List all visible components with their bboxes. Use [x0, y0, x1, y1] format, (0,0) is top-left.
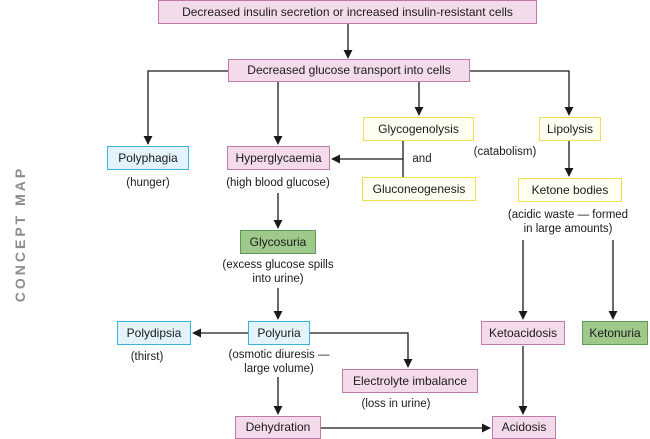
node-glycosuria: Glycosuria — [240, 230, 316, 254]
note-catabolism: (catabolism) — [473, 146, 537, 158]
node-electrolyte-imbalance: Electrolyte imbalance — [342, 369, 478, 393]
node-decreased-insulin: Decreased insulin secretion or increased… — [158, 0, 537, 24]
node-ketone-bodies: Ketone bodies — [518, 178, 622, 202]
note-loss-in-urine: (loss in urine) — [361, 398, 431, 410]
note-thirst: (thirst) — [130, 351, 164, 363]
node-polydipsia: Polydipsia — [117, 321, 191, 345]
node-glycogenolysis: Glycogenolysis — [363, 117, 474, 141]
node-dehydration: Dehydration — [235, 416, 321, 439]
node-polyphagia: Polyphagia — [107, 146, 189, 170]
note-osmotic-line1: (osmotic diuresis — — [228, 349, 330, 361]
note-hunger: (hunger) — [126, 177, 170, 189]
node-polyuria: Polyuria — [248, 321, 310, 345]
note-acidic-waste-line1: (acidic waste — formed — [507, 209, 629, 221]
node-lipolysis: Lipolysis — [539, 117, 601, 141]
node-hyperglycaemia: Hyperglycaemia — [227, 146, 330, 170]
note-acidic-waste-line2: in large amounts) — [523, 223, 613, 235]
node-gluconeogenesis: Gluconeogenesis — [362, 177, 476, 201]
note-and: and — [412, 153, 432, 165]
node-ketoacidosis: Ketoacidosis — [481, 321, 565, 345]
node-acidosis: Acidosis — [492, 416, 556, 439]
note-high-blood-glucose: (high blood glucose) — [226, 177, 330, 189]
arrow-transport-to-polyphagia — [143, 70, 228, 145]
arrow-polyuria-to-electrolyte — [310, 332, 413, 368]
note-osmotic-line2: large volume) — [244, 363, 314, 375]
note-excess-glucose-line2: into urine) — [252, 273, 304, 285]
note-excess-glucose-line1: (excess glucose spills — [222, 259, 334, 271]
node-decreased-glucose-transport: Decreased glucose transport into cells — [228, 59, 470, 82]
arrow-transport-to-lipolysis — [470, 70, 574, 116]
node-ketonuria: Ketonuria — [582, 321, 648, 345]
